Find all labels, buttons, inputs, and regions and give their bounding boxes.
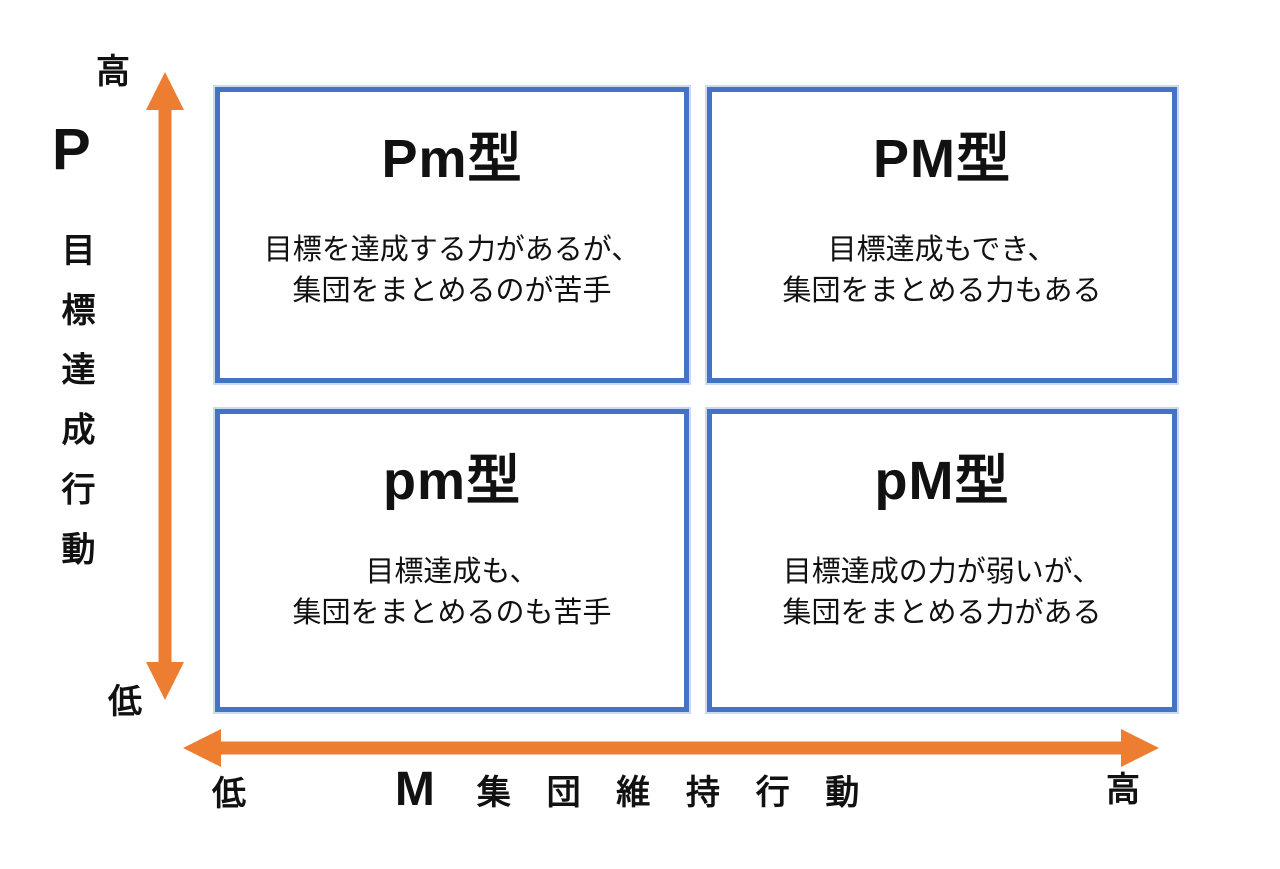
y-axis-arrow bbox=[146, 72, 184, 700]
quadrant-pm-both-capital: PM型 目標達成もでき、 集団をまとめる力もある bbox=[707, 87, 1177, 383]
quadrant-title: pM型 bbox=[874, 451, 1010, 511]
quadrant-title: Pm型 bbox=[381, 129, 523, 189]
quadrant-pm-capital-m: pM型 目標達成の力が弱いが、 集団をまとめる力がある bbox=[707, 409, 1177, 712]
quadrant-description: 目標を達成する力があるが、 集団をまとめるのが苦手 bbox=[263, 234, 641, 308]
y-axis-letter: P bbox=[52, 117, 91, 182]
y-axis-low-label: 低 bbox=[108, 683, 142, 721]
quadrant-pm-both-lowercase: pm型 目標達成も、 集団をまとめるのも苦手 bbox=[215, 409, 689, 712]
x-axis-center-labels: M 集団維持行動 bbox=[150, 762, 1140, 817]
y-axis-label: 目標達成行動 bbox=[56, 232, 94, 592]
quadrant-pm-capital-p: Pm型 目標を達成する力があるが、 集団をまとめるのが苦手 bbox=[215, 87, 689, 383]
y-axis-high-label: 高 bbox=[96, 53, 130, 91]
x-axis-low-label: 低 bbox=[212, 775, 246, 813]
quadrant-description: 目標達成の力が弱いが、 集団をまとめる力がある bbox=[782, 556, 1102, 630]
quadrant-title: pm型 bbox=[383, 451, 521, 511]
x-axis-label: 集団維持行動 bbox=[476, 774, 896, 812]
quadrant-description: 目標達成も、 集団をまとめるのも苦手 bbox=[292, 556, 612, 630]
quadrant-title: PM型 bbox=[873, 129, 1011, 189]
x-axis-high-label: 高 bbox=[1106, 771, 1140, 809]
x-axis-letter: M bbox=[394, 763, 435, 816]
quadrant-description: 目標達成もでき、 集団をまとめる力もある bbox=[782, 234, 1102, 308]
